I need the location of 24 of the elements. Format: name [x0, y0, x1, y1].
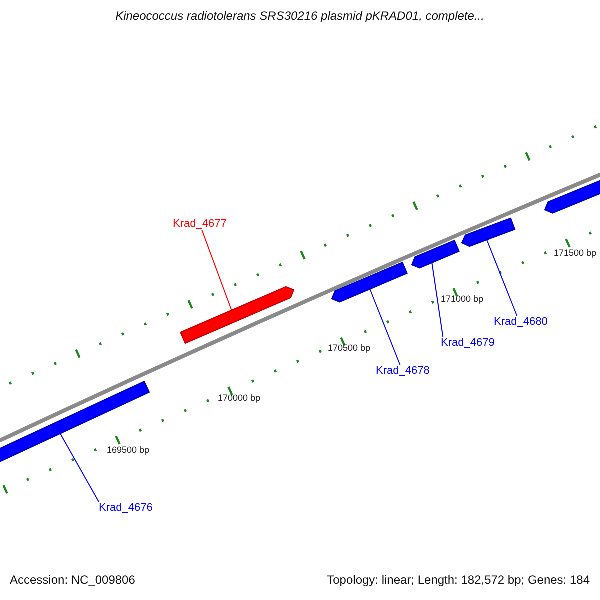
gene-feature: [331, 262, 408, 303]
scale-label: 169500 bp: [107, 446, 150, 456]
scale-label: 171500 bp: [554, 249, 597, 259]
gene-label: Krad_4678: [376, 365, 430, 378]
gene-label: Krad_4677: [173, 218, 227, 230]
leader-line: [486, 240, 518, 316]
leader-line: [370, 288, 401, 366]
scale-label: 170500 bp: [328, 344, 371, 354]
footer-text: Topology: linear; Length: 182,572 bp; Genes: 184: [327, 574, 590, 588]
gene-feature: [411, 240, 460, 269]
gene-label: Krad_4676: [99, 502, 153, 514]
gene-feature: [544, 178, 600, 214]
gene-feature: [0, 380, 150, 462]
scale-label: 170000 bp: [218, 394, 261, 404]
title: Kineococcus radiotolerans SRS30216 plasmid pKRAD01, complete...: [114, 10, 486, 24]
leader-line: [202, 230, 232, 312]
gene-feature: [180, 286, 295, 344]
footer-text: Accession: NC_009806: [10, 574, 136, 588]
gene-label: Krad_4679: [441, 337, 495, 350]
gene-label: Krad_4680: [494, 316, 548, 328]
leader-line: [60, 432, 100, 502]
scale-label: 171000 bp: [441, 295, 484, 305]
leader-line: [432, 262, 444, 338]
gene-feature: [461, 218, 516, 248]
